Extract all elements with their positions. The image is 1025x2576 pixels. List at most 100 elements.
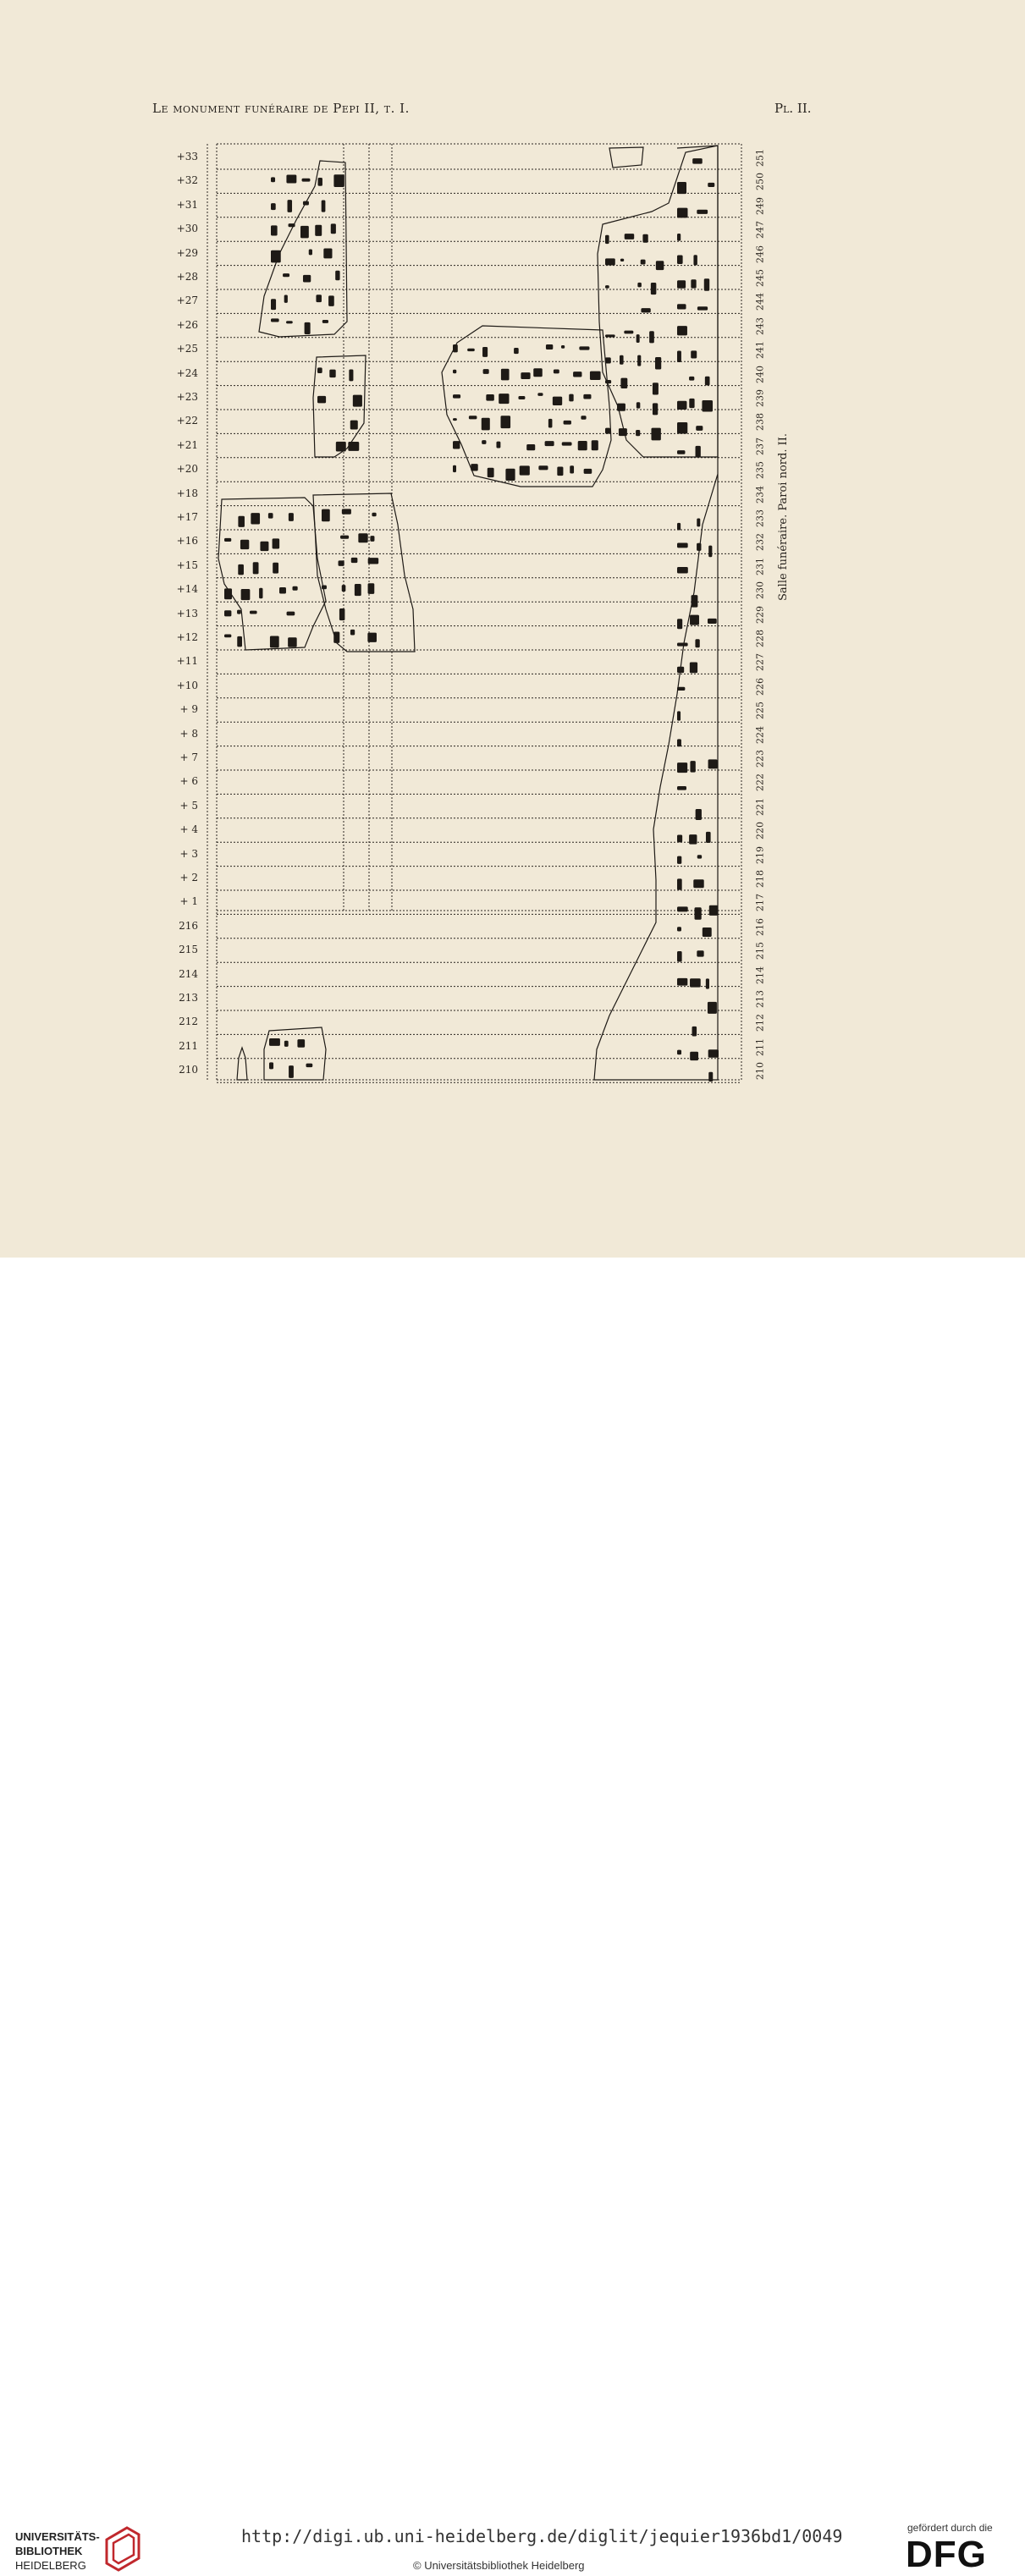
register-label: +27 (176, 294, 198, 307)
glyph-mark (317, 178, 322, 186)
glyph-mark (708, 1049, 719, 1058)
glyph-mark (240, 589, 251, 601)
glyph-mark (278, 587, 286, 594)
register-label: + 1 (179, 895, 198, 908)
glyph-mark (697, 855, 703, 859)
glyph-mark (677, 786, 686, 790)
glyph-mark (677, 927, 681, 932)
glyph-mark (655, 357, 662, 370)
glyph-mark (533, 368, 543, 377)
glyph-mark (518, 395, 526, 400)
glyph-mark (696, 426, 703, 431)
register-label: +24 (176, 366, 198, 379)
column-number: 222 (754, 773, 766, 792)
glyph-mark (677, 326, 687, 336)
glyph-mark (697, 306, 708, 311)
glyph-mark (238, 564, 244, 575)
glyph-mark (605, 258, 615, 266)
permalink-url[interactable]: http://digi.ub.uni-heidelberg.de/diglit/… (241, 2526, 843, 2546)
glyph-mark (708, 1071, 714, 1082)
glyph-mark (677, 400, 687, 410)
glyph-mark (286, 611, 295, 616)
glyph-mark (349, 369, 354, 382)
glyph-mark (650, 282, 657, 295)
glyph-mark (689, 376, 695, 381)
register-label: +21 (176, 438, 198, 451)
register-label: + 8 (179, 727, 198, 740)
register-label: +33 (176, 151, 198, 162)
glyph-mark (708, 182, 715, 187)
glyph-mark (677, 711, 681, 721)
column-number: 238 (754, 413, 766, 432)
glyph-mark (237, 636, 242, 647)
glyph-mark (677, 834, 683, 843)
glyph-mark (637, 355, 642, 366)
column-number: 247 (754, 221, 766, 239)
glyph-mark (271, 318, 279, 322)
register-label: + 4 (179, 823, 198, 836)
column-number: 219 (754, 845, 766, 864)
fragment-middle-left (312, 355, 366, 458)
glyph-mark (690, 978, 701, 988)
glyph-mark (690, 614, 699, 625)
glyph-mark (269, 1062, 274, 1070)
glyph-mark (316, 294, 322, 303)
register-label: 216 (179, 919, 198, 932)
column-number: 227 (754, 653, 766, 672)
register-label: +10 (176, 679, 198, 691)
register-label: + 6 (179, 775, 198, 788)
register-label: +12 (176, 631, 198, 643)
glyph-mark (272, 538, 280, 549)
glyph-mark (486, 394, 494, 401)
column-number: 232 (754, 533, 766, 552)
column-number: 246 (754, 245, 766, 263)
register-label: +22 (176, 415, 198, 427)
glyph-mark (537, 393, 543, 396)
digitization-footer: UNIVERSITÄTS- BIBLIOTHEK HEIDELBERG http… (0, 1258, 1025, 2575)
column-number: 241 (754, 341, 766, 360)
glyph-mark (271, 299, 277, 311)
funding-note: gefördert durch die (907, 2522, 993, 2534)
library-logo-icon (105, 2526, 141, 2572)
register-label: 215 (179, 944, 198, 956)
glyph-mark (583, 468, 592, 474)
glyph-mark (306, 1063, 313, 1068)
register-label: +15 (176, 559, 198, 571)
glyph-mark (705, 831, 711, 843)
column-number: 224 (754, 725, 766, 744)
register-label: 211 (179, 1039, 198, 1052)
glyph-mark (224, 588, 233, 600)
glyph-mark (689, 662, 698, 674)
column-number: 231 (754, 557, 766, 575)
column-number: 239 (754, 389, 766, 407)
glyph-mark (693, 255, 697, 266)
column-number: 240 (754, 365, 766, 383)
glyph-mark (267, 513, 273, 519)
glyph-mark (704, 376, 710, 386)
column-number: 216 (754, 917, 766, 936)
glyph-mark (335, 270, 340, 281)
glyph-mark (677, 350, 681, 363)
glyph-mark (636, 430, 641, 437)
glyph-mark (330, 223, 336, 234)
glyph-mark (677, 181, 687, 195)
glyph-mark (677, 762, 688, 773)
column-number: 211 (754, 1038, 766, 1056)
register-lines (217, 168, 741, 1083)
glyph-mark (677, 422, 688, 434)
glyph-mark (694, 907, 702, 920)
glyph-mark (259, 587, 263, 599)
register-label: 213 (179, 992, 198, 1004)
glyph-mark (697, 950, 704, 957)
glyph-mark (652, 403, 659, 416)
glyph-mark (677, 450, 686, 454)
glyph-mark (323, 248, 333, 259)
glyph-mark (692, 158, 703, 164)
glyph-mark (677, 906, 688, 912)
register-label: +26 (176, 318, 198, 331)
glyph-mark (302, 201, 309, 206)
glyph-mark (691, 595, 698, 608)
glyph-mark (260, 541, 269, 552)
glyph-mark (695, 445, 701, 458)
side-caption: Salle funéraire. Paroi nord. II. (777, 433, 790, 601)
